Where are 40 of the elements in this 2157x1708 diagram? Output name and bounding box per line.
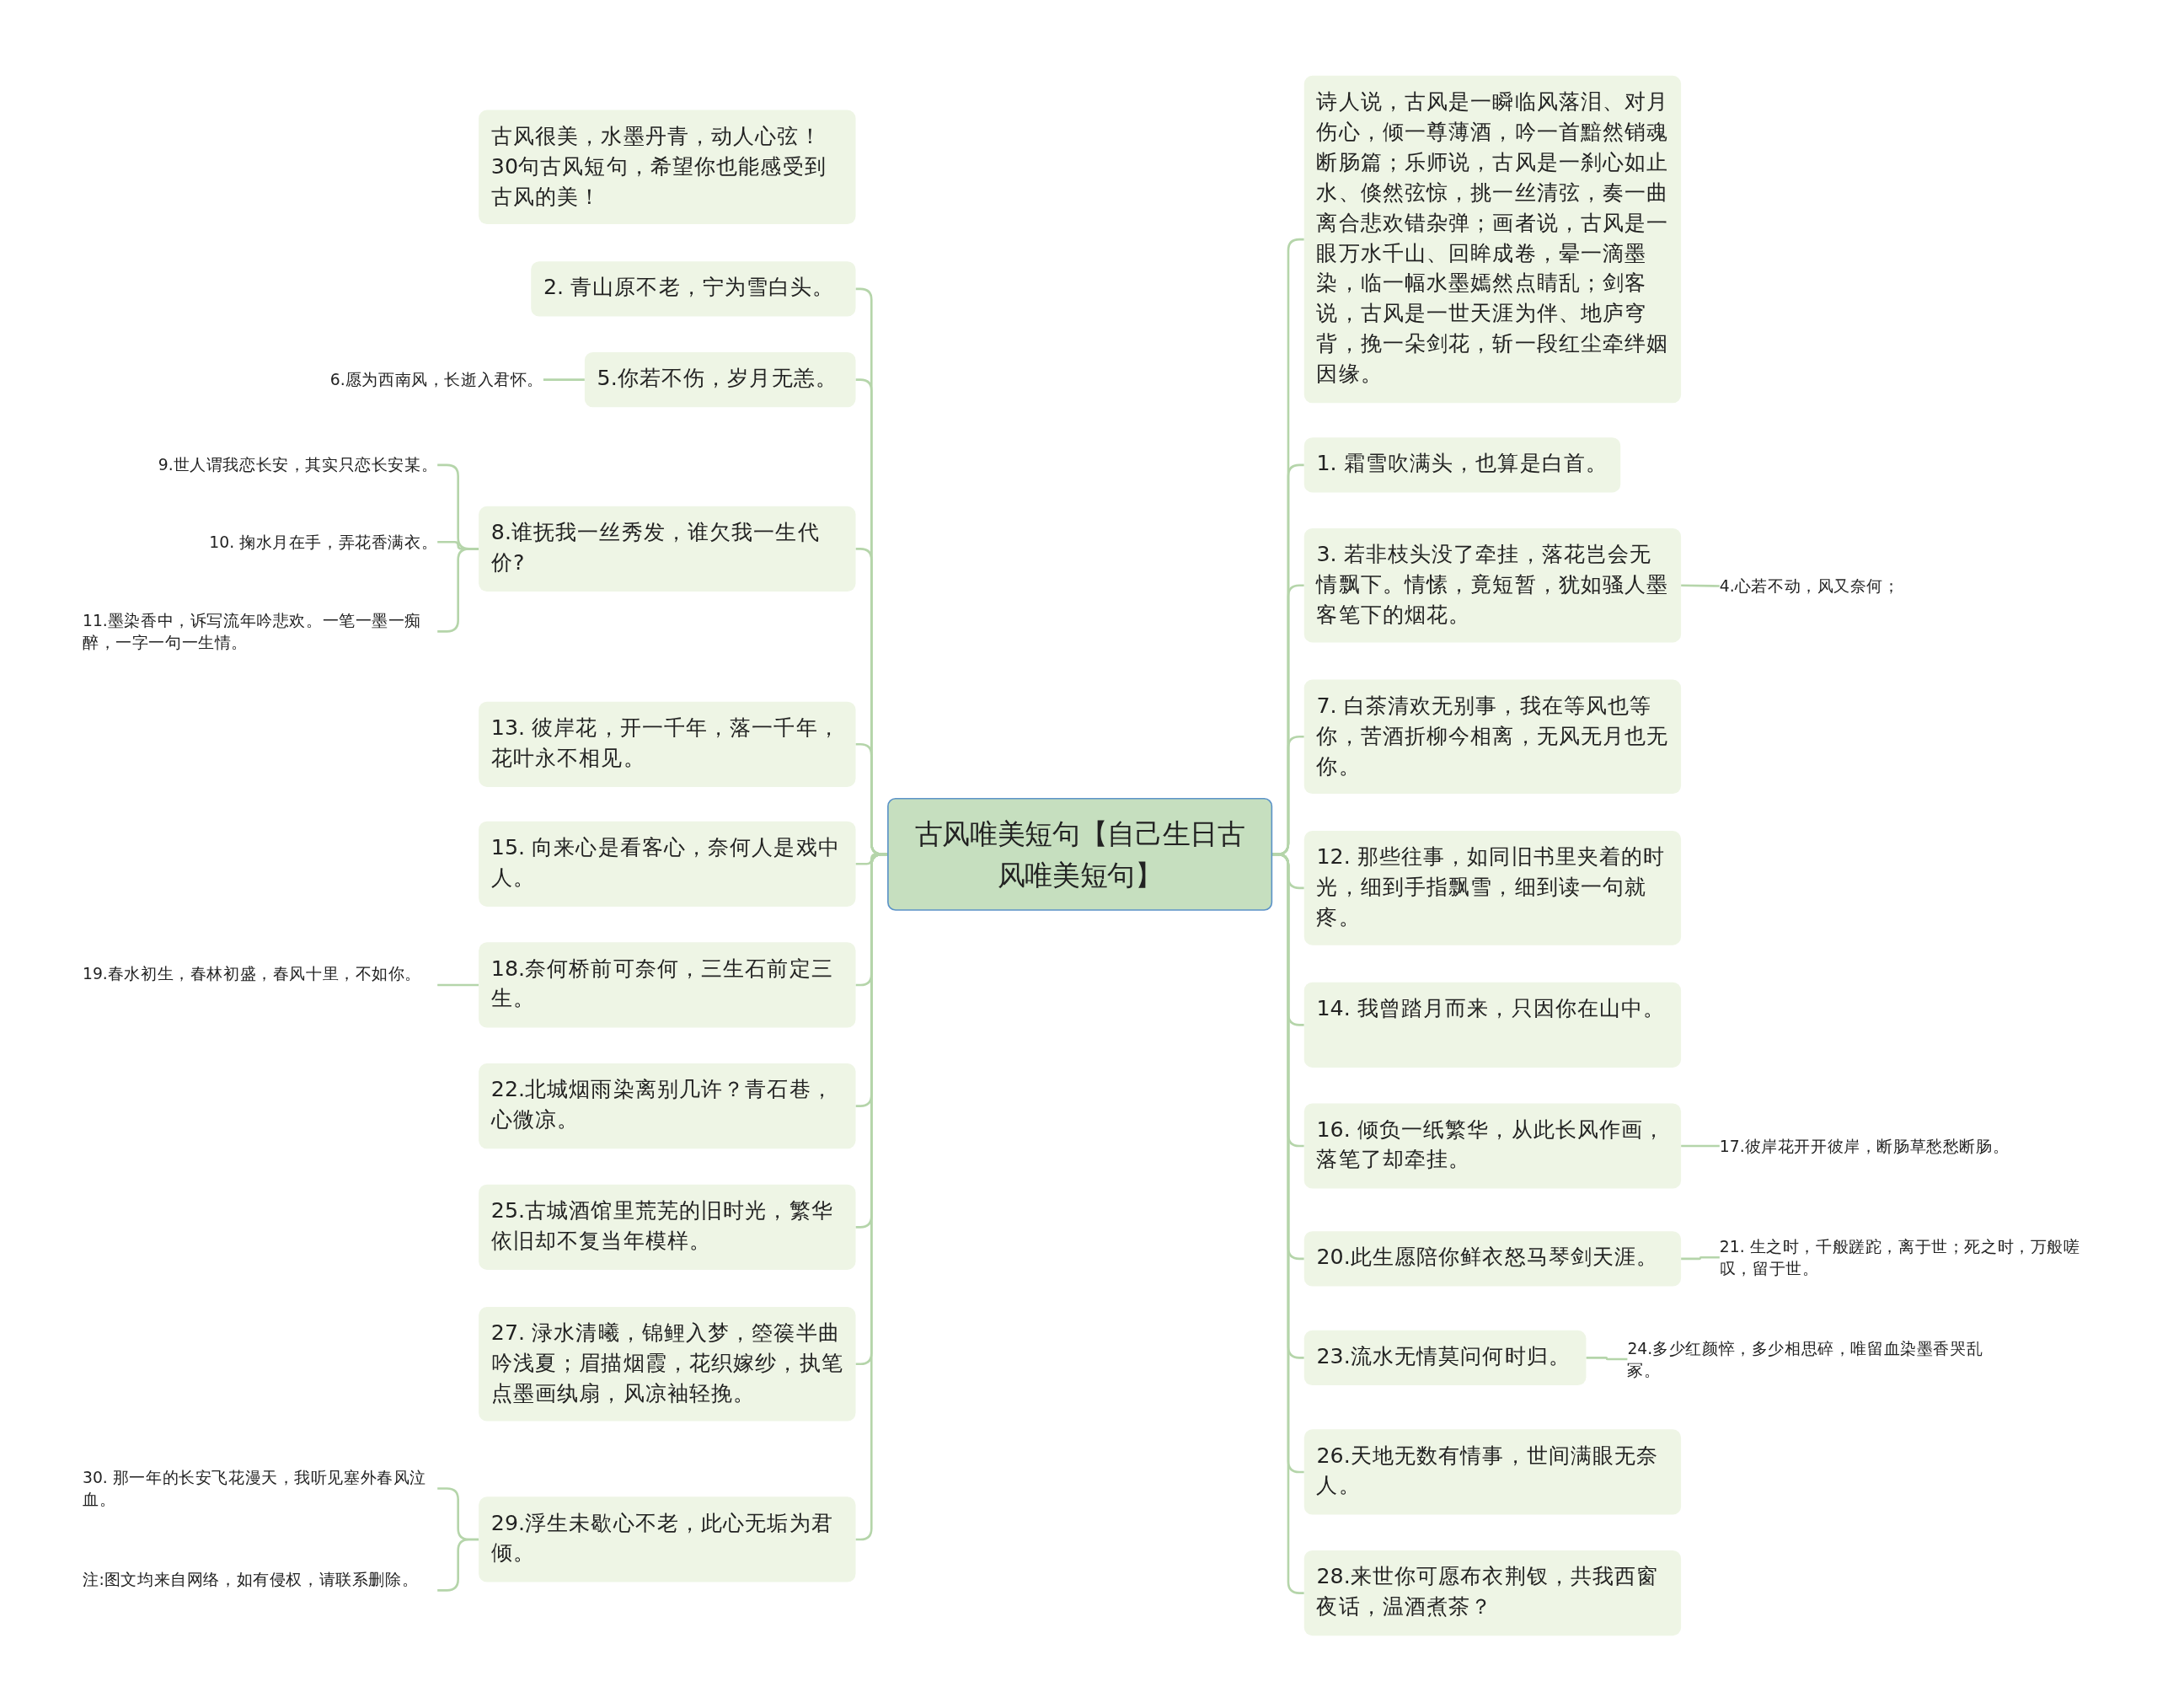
topic-box: 2. 青山原不老，宁为雪白头。 <box>531 261 856 317</box>
topic-box: 16. 倾负一纸繁华，从此长风作画，落笔了却牵挂。 <box>1303 1103 1682 1189</box>
note-text: 21. 生之时，千般蹉跎，离于世；死之时，万般嗟叹，留于世。 <box>1719 1235 2080 1280</box>
connector-line <box>1586 1357 1628 1361</box>
topic-box: 古风很美，水墨丹青，动人心弦！30句古风短句，希望你也能感受到古风的美！ <box>479 110 856 225</box>
topic-box: 18.奈何桥前可奈何，三生石前定三生。 <box>479 942 856 1028</box>
topic-box: 3. 若非枝头没了牵挂，落花岂会无情飘下。情愫，竟短暂，犹如骚人墨客笔下的烟花。 <box>1303 527 1682 643</box>
topic-box: 1. 霜雪吹满头，也算是白首。 <box>1303 437 1621 493</box>
central-topic-box: 古风唯美短句【自己生日古风唯美短句】 <box>887 797 1273 911</box>
topic-box: 26.天地无数有情事，世间满眼无奈人。 <box>1303 1429 1682 1515</box>
topic-box: 29.浮生未歇心不老，此心无垢为君倾。 <box>479 1497 856 1582</box>
topic-box: 13. 彼岸花，开一千年，落一千年，花叶永不相见。 <box>479 701 856 787</box>
connector-line <box>1681 584 1720 587</box>
topic-box: 12. 那些往事，如同旧书里夹着的时光，细到手指飘雪，细到读一句就疼。 <box>1303 831 1682 945</box>
connector-line <box>1681 1144 1720 1148</box>
note-text: 4.心若不动，风又奈何； <box>1719 575 1995 597</box>
topic-box: 20.此生愿陪你鲜衣怒马琴剑天涯。 <box>1303 1231 1682 1287</box>
note-text: 30. 那一年的长安飞花漫天，我听见塞外春风泣血。 <box>82 1466 438 1511</box>
note-text: 9.世人谓我恋长安，其实只恋长安某。 <box>82 453 438 476</box>
note-text: 注:图文均来自网络，如有侵权，请联系删除。 <box>82 1568 438 1613</box>
topic-box: 28.来世你可愿布衣荆钗，共我西窗夜话，温酒煮茶？ <box>1303 1550 1682 1636</box>
note-text: 17.彼岸花开开彼岸，断肠草愁愁断肠。 <box>1719 1134 2078 1158</box>
topic-box: 5.你若不伤，岁月无恙。 <box>584 351 856 408</box>
topic-box: 7. 白茶清欢无别事，我在等风也等你，苦酒折柳今相离，无风无月也无你。 <box>1303 679 1682 795</box>
note-text: 19.春水初生，春林初盛，春风十里，不如你。 <box>82 962 438 1008</box>
topic-box: 8.谁抚我一丝秀发，谁欠我一生代价? <box>479 506 856 592</box>
topic-box: 23.流水无情莫问何时归。 <box>1303 1330 1587 1386</box>
note-text: 24.多少红颜悴，多少相思碎，唯留血染墨香哭乱冢。 <box>1627 1336 1988 1382</box>
note-text: 11.墨染香中，诉写流年吟悲欢。一笔一墨一痴醉，一字一句一生情。 <box>82 609 438 654</box>
topic-box: 27. 渌水清曦，锦鲤入梦，箜篌半曲吟浅夏；眉描烟霞，花织嫁纱，执笔点墨画纨扇，风凉袖轻挽。 <box>479 1307 856 1422</box>
note-text: 10. 掬水月在手，弄花香满衣。 <box>82 531 438 554</box>
topic-box: 15. 向来心是看客心，奈何人是戏中人。 <box>479 821 856 907</box>
topic-box: 22.北城烟雨染离别几许？青石巷，心微凉。 <box>479 1063 856 1149</box>
connector-line <box>437 983 479 987</box>
connector-line <box>543 378 585 381</box>
connector-line <box>1681 1256 1720 1261</box>
topic-box: 25.古城酒馆里荒芜的旧时光，繁华依旧却不复当年模样。 <box>479 1184 856 1270</box>
topic-box: 14. 我曾踏月而来，只因你在山中。 <box>1303 982 1682 1068</box>
note-text: 6.愿为西南风，长逝入君怀。 <box>206 368 543 391</box>
topic-box: 诗人说，古风是一瞬临风落泪、对月伤心，倾一尊薄酒，吟一首黯然销魂断肠篇；乐师说，古风是一刹心如止水、倏然弦惊，挑一丝清弦，奏一曲离合悲欢错杂弹；画者说，古风是一眼万水千山、回眸成卷，晕一滴墨染，临一幅水墨嫣然点睛乱；剑客说，古风是一世天涯为伴、地庐穹背，挽一朵剑花，斩一段红尘牵绊姻因缘。 <box>1303 75 1682 404</box>
